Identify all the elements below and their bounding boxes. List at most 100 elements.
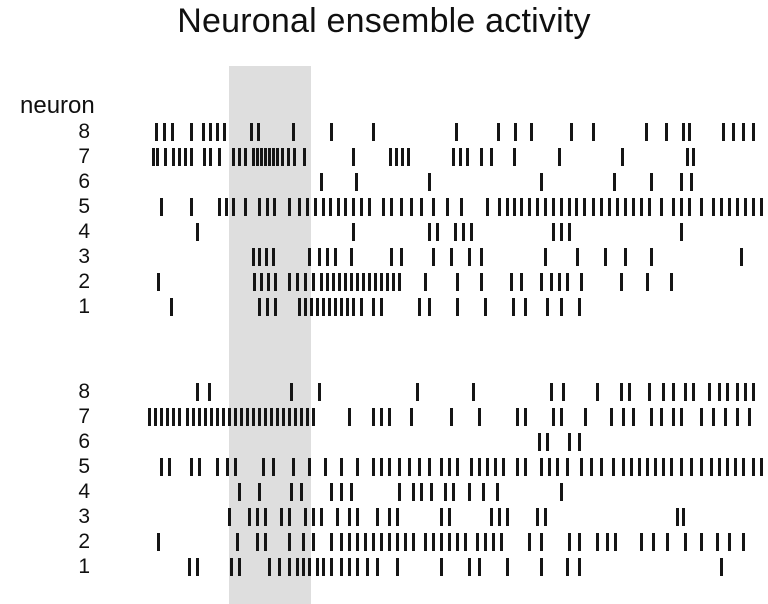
spike-tick (440, 558, 443, 576)
spike-tick (684, 383, 687, 401)
spike-tick (190, 148, 193, 166)
spike-lane (0, 408, 768, 426)
spike-tick (544, 198, 547, 216)
spike-tick (424, 273, 427, 291)
spike-tick (583, 198, 586, 216)
spike-tick (389, 148, 392, 166)
raster-row: 4 (0, 221, 768, 242)
spike-tick (337, 198, 340, 216)
spike-tick (324, 458, 327, 476)
spike-tick (348, 533, 351, 551)
spike-tick (290, 383, 293, 401)
spike-tick (452, 483, 455, 501)
spike-tick (262, 458, 265, 476)
spike-tick (558, 273, 561, 291)
spike-tick (506, 558, 509, 576)
spike-tick (600, 458, 603, 476)
spike-tick (470, 223, 473, 241)
spike-tick (614, 533, 617, 551)
spike-tick (225, 198, 228, 216)
spike-tick (272, 248, 275, 266)
spike-tick (552, 198, 555, 216)
spike-tick (568, 533, 571, 551)
spike-tick (740, 248, 743, 266)
spike-tick (682, 123, 685, 141)
spike-tick (550, 383, 553, 401)
spike-tick (190, 458, 193, 476)
spike-tick (238, 483, 241, 501)
spike-tick (334, 298, 337, 316)
spike-tick (308, 248, 311, 266)
spike-tick (230, 558, 233, 576)
spike-tick (304, 508, 307, 526)
spike-lane (0, 273, 768, 291)
spike-tick (292, 458, 295, 476)
spike-tick (630, 458, 633, 476)
spike-lane (0, 508, 768, 526)
spike-tick (645, 123, 648, 141)
spike-tick (338, 273, 341, 291)
spike-tick (198, 458, 201, 476)
spike-tick (376, 508, 379, 526)
spike-tick (306, 408, 309, 426)
raster-row: 7 (0, 406, 768, 427)
spike-tick (590, 458, 593, 476)
spike-tick (416, 383, 419, 401)
spike-tick (398, 458, 401, 476)
spike-tick (524, 408, 527, 426)
spike-tick (330, 533, 333, 551)
spike-tick (408, 458, 411, 476)
spike-tick (320, 273, 323, 291)
spike-tick (530, 123, 533, 141)
spike-tick (680, 408, 683, 426)
spike-tick (646, 273, 649, 291)
spike-tick (718, 458, 721, 476)
spike-tick (400, 198, 403, 216)
spike-tick (163, 123, 166, 141)
spike-tick (236, 533, 239, 551)
spike-tick (355, 173, 358, 191)
spike-tick (688, 123, 691, 141)
spike-tick (310, 298, 313, 316)
spike-tick (238, 148, 241, 166)
spike-tick (700, 533, 703, 551)
spike-tick (428, 458, 431, 476)
spike-tick (356, 508, 359, 526)
spike-lane (0, 533, 768, 551)
spike-tick (700, 408, 703, 426)
spike-tick (464, 533, 467, 551)
spike-tick (665, 123, 668, 141)
spike-tick (654, 458, 657, 476)
spike-tick (392, 273, 395, 291)
spike-tick (470, 458, 473, 476)
spike-tick (328, 298, 331, 316)
spike-tick (726, 458, 729, 476)
spike-tick (303, 148, 306, 166)
spike-tick (270, 408, 273, 426)
spike-tick (650, 248, 653, 266)
spike-tick (244, 198, 247, 216)
spike-tick (544, 248, 547, 266)
raster-row: 3 (0, 246, 768, 267)
spike-tick (398, 483, 401, 501)
spike-tick (166, 408, 169, 426)
spike-tick (329, 198, 332, 216)
spike-tick (560, 198, 563, 216)
spike-tick (388, 508, 391, 526)
spike-tick (484, 533, 487, 551)
spike-tick (492, 533, 495, 551)
spike-tick (540, 533, 543, 551)
spike-tick (592, 123, 595, 141)
spike-tick (690, 458, 693, 476)
spike-tick (478, 458, 481, 476)
spike-tick (253, 273, 256, 291)
spike-tick (556, 458, 559, 476)
spike-tick (216, 123, 219, 141)
spike-tick (621, 148, 624, 166)
spike-tick (566, 558, 569, 576)
spike-tick (552, 408, 555, 426)
spike-tick (196, 223, 199, 241)
spike-tick (550, 273, 553, 291)
spike-tick (258, 408, 261, 426)
